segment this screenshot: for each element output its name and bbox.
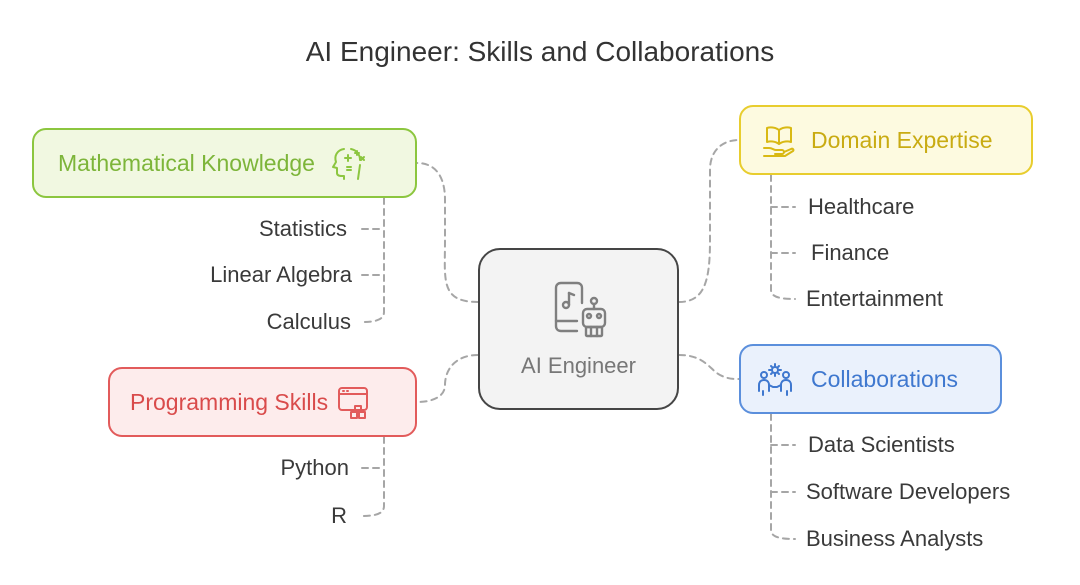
branch-math-label: Mathematical Knowledge (58, 149, 315, 176)
team-gear-icon (757, 361, 793, 397)
ai-engineer-robot-icon (547, 279, 611, 343)
collaborations-item-business-analysts: Business Analysts (806, 526, 984, 551)
math-item-statistics: Statistics (258, 216, 347, 241)
diagram-title: AI Engineer: Skills and Collaborations (305, 36, 775, 67)
math-item-calculus: Calculus (266, 309, 351, 334)
branch-programming: Programming Skills (108, 367, 417, 437)
code-window-icon (336, 384, 372, 420)
brain-sparkle-icon (331, 145, 367, 181)
center-node-label: AI Engineer (521, 353, 636, 378)
programming-item-python: Python (280, 455, 350, 480)
branch-programming-label: Programming Skills (130, 388, 329, 415)
branch-math: Mathematical Knowledge (32, 128, 417, 198)
domain-item-entertainment: Entertainment (806, 286, 943, 311)
domain-item-finance: Finance (811, 240, 890, 265)
branch-collaborations: Collaborations (739, 344, 1002, 414)
programming-item-r: R (331, 503, 347, 528)
collaborations-item-data-scientists: Data Scientists (808, 432, 955, 457)
book-in-hand-icon (761, 122, 797, 158)
branch-domain-label: Domain Expertise (811, 126, 993, 153)
center-node-ai-engineer: AI Engineer (478, 248, 679, 410)
branch-domain: Domain Expertise (739, 105, 1033, 175)
domain-item-healthcare: Healthcare (808, 194, 915, 219)
math-item-linear-algebra: Linear Algebra (210, 262, 352, 287)
collaborations-item-software-developers: Software Developers (806, 479, 1011, 504)
branch-collaborations-label: Collaborations (811, 365, 959, 392)
